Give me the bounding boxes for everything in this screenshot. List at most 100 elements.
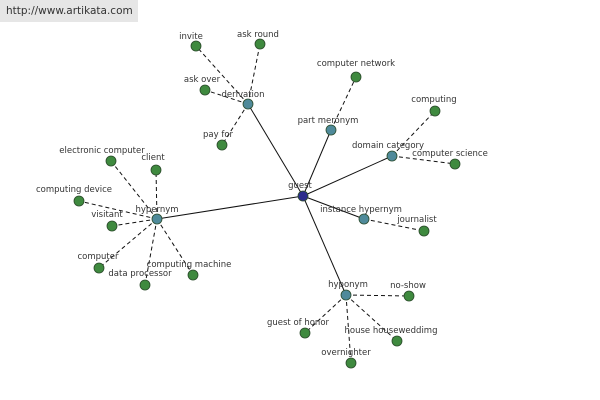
edge-derivation-ask-round bbox=[247, 43, 261, 105]
relation-derivation-label: derivation bbox=[221, 90, 264, 100]
leaf-pay-for-node[interactable]: pay for bbox=[203, 130, 234, 151]
leaf-pay-for-dot[interactable] bbox=[216, 139, 228, 151]
edge-part-meronym-computer-network bbox=[330, 76, 357, 131]
nodes-layer: invite ask round ask over pay for derivation… bbox=[36, 30, 488, 369]
leaf-visitant-label: visitant bbox=[91, 210, 123, 220]
relation-part-meronym-dot[interactable] bbox=[325, 124, 337, 136]
leaf-electronic-computer-node[interactable]: electronic computer bbox=[59, 146, 145, 167]
edge-hypernym-electronic-computer bbox=[110, 160, 158, 220]
relation-hyponym-dot[interactable] bbox=[340, 289, 352, 301]
leaf-house-houseweddimg-dot[interactable] bbox=[391, 335, 403, 347]
edge-hypernym-client bbox=[155, 169, 158, 220]
relation-derivation-dot[interactable] bbox=[242, 98, 254, 110]
leaf-computing-device-dot[interactable] bbox=[73, 195, 85, 207]
relation-instance-hypernym-dot[interactable] bbox=[358, 213, 370, 225]
edge-derivation-pay-for bbox=[221, 103, 249, 146]
edge-guest-hypernym bbox=[156, 195, 304, 220]
relation-hyponym-node[interactable]: hyponym bbox=[328, 280, 368, 301]
relation-domain-category-dot[interactable] bbox=[386, 150, 398, 162]
leaf-visitant-dot[interactable] bbox=[106, 220, 118, 232]
relation-instance-hypernym-label: instance hypernym bbox=[320, 205, 402, 215]
edge-guest-instance-hypernym bbox=[302, 195, 365, 220]
leaf-ask-over-node[interactable]: ask over bbox=[184, 75, 221, 96]
leaf-invite-dot[interactable] bbox=[190, 40, 202, 52]
edge-hypernym-computer bbox=[98, 218, 158, 269]
leaf-house-houseweddimg-label: house houseweddimg bbox=[345, 326, 438, 336]
leaf-journalist-node[interactable]: journalist bbox=[396, 215, 437, 237]
leaf-ask-round-dot[interactable] bbox=[254, 38, 266, 50]
leaf-guest-of-honor-dot[interactable] bbox=[299, 327, 311, 339]
edges-layer bbox=[78, 43, 456, 364]
leaf-electronic-computer-dot[interactable] bbox=[105, 155, 117, 167]
relation-part-meronym-node[interactable]: part meronym bbox=[298, 116, 359, 136]
edge-hypernym-visitant bbox=[111, 218, 158, 227]
leaf-overnighter-label: overnighter bbox=[321, 348, 371, 358]
leaf-ask-over-dot[interactable] bbox=[199, 84, 211, 96]
leaf-invite-label: invite bbox=[179, 32, 203, 42]
leaf-computing-node[interactable]: computing bbox=[411, 95, 457, 117]
leaf-guest-of-honor-label: guest of honor bbox=[267, 318, 330, 328]
relation-instance-hypernym-node[interactable]: instance hypernym bbox=[320, 205, 402, 225]
leaf-computer-science-node[interactable]: computer science bbox=[412, 149, 488, 170]
leaf-data-processor-dot[interactable] bbox=[139, 279, 151, 291]
edge-domain-category-computing bbox=[391, 110, 436, 157]
leaf-invite-node[interactable]: invite bbox=[179, 32, 203, 52]
leaf-no-show-node[interactable]: no-show bbox=[390, 281, 426, 302]
edge-hypernym-computing-device bbox=[78, 200, 158, 220]
edge-guest-derivation bbox=[247, 103, 304, 197]
leaf-computing-device-node[interactable]: computing device bbox=[36, 185, 112, 207]
leaf-client-dot[interactable] bbox=[150, 164, 162, 176]
leaf-overnighter-node[interactable]: overnighter bbox=[321, 348, 371, 369]
leaf-computing-machine-dot[interactable] bbox=[187, 269, 199, 281]
edge-hyponym-guest-of-honor bbox=[304, 294, 347, 334]
edge-instance-hypernym-journalist bbox=[363, 218, 425, 232]
leaf-ask-round-label: ask round bbox=[237, 30, 279, 40]
leaf-computer-science-dot[interactable] bbox=[449, 158, 461, 170]
leaf-computer-network-node[interactable]: computer network bbox=[317, 59, 395, 83]
leaf-visitant-node[interactable]: visitant bbox=[91, 210, 123, 232]
leaf-computing-device-label: computing device bbox=[36, 185, 112, 195]
leaf-computer-network-label: computer network bbox=[317, 59, 395, 69]
leaf-data-processor-node[interactable]: data processor bbox=[108, 269, 172, 291]
leaf-computing-machine-node[interactable]: computing machine bbox=[147, 260, 232, 281]
leaf-computer-label: computer bbox=[78, 252, 119, 262]
leaf-computer-dot[interactable] bbox=[93, 262, 105, 274]
leaf-computer-node[interactable]: computer bbox=[78, 252, 119, 274]
edge-hyponym-overnighter bbox=[345, 294, 352, 364]
leaf-no-show-label: no-show bbox=[390, 281, 426, 291]
leaf-client-node[interactable]: client bbox=[141, 153, 165, 176]
edge-derivation-ask-over bbox=[204, 89, 249, 105]
leaf-house-houseweddimg-node[interactable]: house houseweddimg bbox=[345, 326, 438, 347]
center-guest-dot[interactable] bbox=[297, 190, 309, 202]
source-url-banner[interactable]: http://www.artikata.com bbox=[0, 0, 138, 22]
leaf-electronic-computer-label: electronic computer bbox=[59, 146, 145, 156]
relation-domain-category-label: domain category bbox=[352, 141, 424, 151]
leaf-computer-network-dot[interactable] bbox=[350, 71, 362, 83]
edge-guest-hyponym bbox=[302, 195, 347, 296]
leaf-journalist-dot[interactable] bbox=[418, 225, 430, 237]
leaf-guest-of-honor-node[interactable]: guest of honor bbox=[267, 318, 330, 339]
relation-domain-category-node[interactable]: domain category bbox=[352, 141, 424, 162]
relation-derivation-node[interactable]: derivation bbox=[221, 90, 265, 110]
leaf-overnighter-dot[interactable] bbox=[345, 357, 357, 369]
edge-guest-domain-category bbox=[302, 155, 393, 197]
edge-domain-category-computer-science bbox=[391, 155, 456, 165]
leaf-no-show-dot[interactable] bbox=[403, 290, 415, 302]
leaf-ask-round-node[interactable]: ask round bbox=[237, 30, 279, 50]
relation-hypernym-dot[interactable] bbox=[151, 213, 163, 225]
center-guest-node[interactable]: guest bbox=[288, 181, 313, 202]
edge-hyponym-house-houseweddimg bbox=[345, 294, 398, 342]
leaf-client-label: client bbox=[141, 153, 165, 163]
leaf-journalist-label: journalist bbox=[396, 215, 437, 225]
edge-derivation-invite bbox=[195, 45, 249, 105]
relation-hypernym-node[interactable]: hypernym bbox=[135, 205, 179, 225]
leaf-computing-dot[interactable] bbox=[429, 105, 441, 117]
leaf-pay-for-label: pay for bbox=[203, 130, 234, 140]
center-guest-label: guest bbox=[288, 181, 312, 191]
edge-hyponym-no-show bbox=[345, 294, 410, 297]
leaf-computing-label: computing bbox=[411, 95, 456, 105]
leaf-ask-over-label: ask over bbox=[184, 75, 221, 85]
leaf-computing-machine-label: computing machine bbox=[147, 260, 232, 270]
leaf-computer-science-label: computer science bbox=[412, 149, 488, 159]
